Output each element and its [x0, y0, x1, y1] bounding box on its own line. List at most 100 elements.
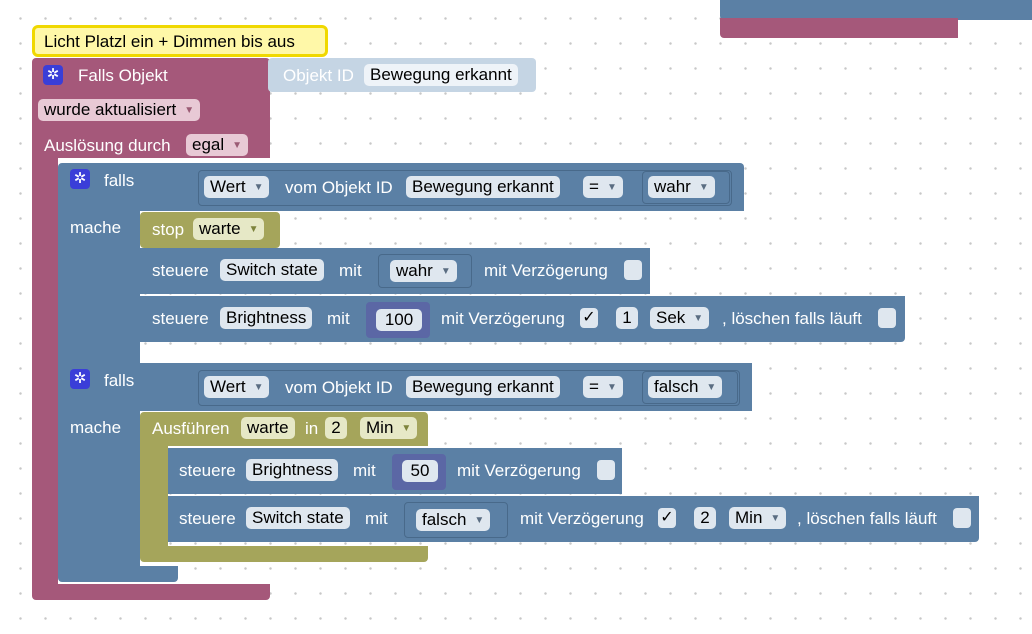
gear-icon[interactable]: ✲ [43, 65, 63, 85]
dropdown-arrow-icon: ▼ [693, 313, 704, 324]
timeout-label: Ausführen [152, 419, 230, 438]
set-1-1-steuere: steuere [152, 261, 209, 280]
set-2-1-delay-label: mit Verzögerung [457, 461, 581, 480]
timeout-unit[interactable]: Min▼ [360, 417, 418, 439]
gear-icon[interactable]: ✲ [70, 369, 90, 389]
set-1-2-delay-checkbox[interactable]: ✓ [580, 308, 598, 328]
set-1-2-target[interactable]: Brightness [220, 307, 313, 329]
set-1-2-delay-label: mit Verzögerung [441, 309, 565, 328]
set-2-2-delay[interactable]: 2 [694, 507, 716, 529]
set-2-2-target[interactable]: Switch state [246, 507, 350, 529]
set-1-2-unit-label: Sek [656, 308, 686, 327]
set-1-2-value[interactable]: 100 [376, 309, 422, 331]
object-id-value[interactable]: Bewegung erkannt [364, 64, 518, 86]
dropdown-arrow-icon: ▼ [770, 513, 781, 524]
set-1-2-unit[interactable]: Sek ▼ [650, 307, 710, 329]
partial-block[interactable] [720, 0, 1032, 20]
dropdown-arrow-icon: ▼ [248, 224, 259, 235]
set-2-1-delay-checkbox[interactable] [597, 460, 615, 480]
set-1-2-delay[interactable]: 1 [616, 307, 638, 329]
if-1-op[interactable]: =▼ [583, 176, 623, 198]
dropdown-arrow-icon: ▼ [440, 266, 451, 277]
if-2-cond-left-label: Wert [210, 377, 246, 396]
stop-timer-dropdown[interactable]: warte ▼ [193, 218, 265, 240]
stop-label: stop [152, 220, 185, 239]
set-1-1-value[interactable]: wahr ▼ [390, 260, 457, 282]
dropdown-arrow-icon: ▼ [698, 182, 709, 193]
dropdown-arrow-icon: ▼ [706, 382, 717, 393]
dropdown-arrow-icon: ▼ [606, 382, 617, 393]
gear-icon[interactable]: ✲ [70, 169, 90, 189]
if-2-falls: falls [104, 371, 135, 390]
if-1-cond-right-label: wahr [654, 177, 691, 196]
if-2-mache: mache [70, 418, 122, 437]
if-1-cond-left-label: Wert [210, 177, 246, 196]
set-2-2-value[interactable]: falsch ▼ [416, 509, 491, 531]
set-1-1-value-slot [378, 254, 472, 288]
event-block-spine [32, 158, 58, 588]
if-2-object[interactable]: Bewegung erkannt [406, 376, 560, 398]
if-2-cond-right-label: falsch [654, 377, 699, 396]
dropdown-arrow-icon: ▼ [184, 105, 195, 116]
timeout-name[interactable]: warte [241, 417, 295, 439]
dropdown-arrow-icon: ▼ [474, 515, 485, 526]
if-2-cond-left[interactable]: Wert▼ [204, 376, 270, 398]
set-2-2-steuere: steuere [179, 509, 236, 528]
trigger-source-label: Auslösung durch [44, 136, 171, 155]
set-2-2-unit[interactable]: Min ▼ [729, 507, 787, 529]
trigger-source-dropdown[interactable]: egal ▼ [186, 134, 249, 156]
if-2-op-label: = [589, 377, 599, 396]
if-1-falls: falls [104, 171, 135, 190]
comment-text: Licht Platzl ein + Dimmen bis aus [44, 32, 295, 51]
set-2-1-mit: mit [353, 461, 376, 480]
if-2-vom-label: vom Objekt ID [285, 378, 393, 397]
event-dropdown[interactable]: wurde aktualisiert ▼ [38, 99, 201, 121]
if-block-2-spine [58, 411, 140, 569]
set-2-2-value-slot [404, 502, 508, 538]
comment-bubble[interactable]: Licht Platzl ein + Dimmen bis aus [32, 25, 328, 57]
timeout-unit-label: Min [366, 418, 394, 437]
if-1-mache: mache [70, 218, 122, 237]
set-1-2-mit: mit [327, 309, 350, 328]
set-1-1-mit: mit [339, 261, 362, 280]
if-1-object[interactable]: Bewegung erkannt [406, 176, 560, 198]
if-2-right-slot [642, 371, 738, 404]
set-1-1-delay-checkbox[interactable] [624, 260, 642, 280]
if-block-1-spine [58, 211, 140, 363]
if-2-op[interactable]: =▼ [583, 376, 623, 398]
timeout-in: in [305, 419, 319, 438]
stop-timer-value: warte [199, 219, 241, 238]
trigger-label: Falls Objekt [78, 66, 168, 85]
set-1-1-delay-label: mit Verzögerung [484, 261, 608, 280]
event-block-bottom [32, 584, 270, 600]
if-1-cond-left[interactable]: Wert ▼ [204, 176, 270, 198]
dropdown-arrow-icon: ▼ [606, 182, 617, 193]
set-2-2-delay-checkbox[interactable]: ✓ [658, 508, 676, 528]
if-1-cond-right[interactable]: wahr ▼ [648, 176, 715, 198]
timeout-block-spine [140, 446, 168, 550]
set-2-1-value[interactable]: 50 [402, 460, 438, 482]
if-1-op-label: = [589, 177, 599, 196]
set-2-1-target[interactable]: Brightness [246, 459, 339, 481]
set-1-2-clear-checkbox[interactable] [878, 308, 896, 328]
set-1-1-value-label: wahr [396, 261, 433, 280]
timeout-value[interactable]: 2 [325, 417, 347, 439]
if-block-2-bottom [58, 566, 178, 582]
if-2-cond-right[interactable]: falsch ▼ [648, 376, 723, 398]
set-1-1-target[interactable]: Switch state [220, 259, 324, 281]
object-id-label: Objekt ID [283, 66, 354, 85]
set-2-1-steuere: steuere [179, 461, 236, 480]
set-2-2-unit-label: Min [735, 508, 763, 527]
set-2-2-delay-label: mit Verzögerung [520, 509, 644, 528]
if-1-vom-label: vom Objekt ID [285, 178, 393, 197]
set-2-2-clear-checkbox[interactable] [953, 508, 971, 528]
dropdown-arrow-icon: ▼ [253, 182, 264, 193]
dropdown-arrow-icon: ▼ [232, 140, 243, 151]
partial-block-bottom [720, 18, 958, 38]
set-2-2-value-label: falsch [422, 510, 467, 529]
set-1-2-steuere: steuere [152, 309, 209, 328]
if-1-right-slot [642, 171, 730, 204]
set-2-2-mit: mit [365, 509, 388, 528]
trigger-source-value: egal [192, 135, 225, 154]
event-dropdown-label: wurde aktualisiert [44, 100, 177, 119]
